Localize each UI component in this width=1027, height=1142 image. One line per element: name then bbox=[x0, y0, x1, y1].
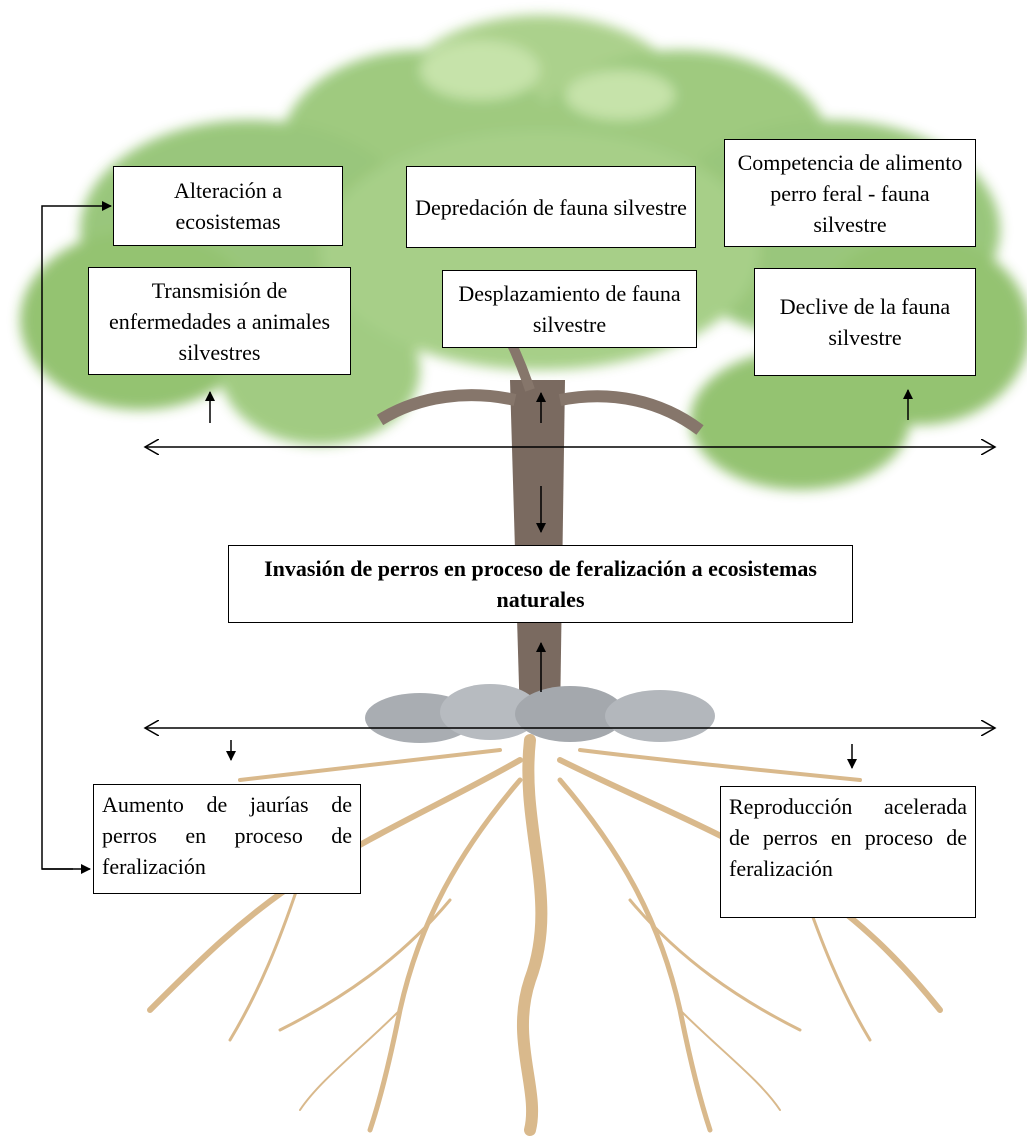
cause-packs-box: Aumento de jaurías de perros en proceso … bbox=[93, 784, 361, 894]
effect-competition-text: Competencia de alimento perro feral - fa… bbox=[737, 149, 963, 237]
cause-packs-text: Aumento de jaurías de perros en proceso … bbox=[102, 792, 352, 879]
effect-alteration-box: Alteración a ecosistemas bbox=[113, 166, 343, 246]
effect-disease-box: Transmisión de enfermedades a animales s… bbox=[88, 267, 351, 375]
effect-decline-box: Declive de la fauna silvestre bbox=[754, 268, 976, 376]
effect-predation-text: Depredación de fauna silvestre bbox=[415, 194, 687, 220]
effect-predation-box: Depredación de fauna silvestre bbox=[406, 166, 696, 248]
cause-reproduction-box: Reproducción acelerada de perros en proc… bbox=[720, 786, 976, 918]
effect-decline-text: Declive de la fauna silvestre bbox=[779, 294, 951, 350]
effect-disease-text: Transmisión de enfermedades a animales s… bbox=[108, 277, 331, 365]
effect-displacement-text: Desplazamiento de fauna silvestre bbox=[458, 281, 681, 337]
effect-alteration-text: Alteración a ecosistemas bbox=[173, 178, 283, 234]
cause-reproduction-text: Reproducción acelerada de perros en proc… bbox=[729, 794, 967, 881]
tree-trunk bbox=[376, 317, 704, 720]
central-problem-box: Invasión de perros en proceso de feraliz… bbox=[228, 545, 853, 623]
tree-roots bbox=[147, 734, 943, 1136]
tree-rocks bbox=[365, 684, 715, 743]
effect-competition-box: Competencia de alimento perro feral - fa… bbox=[724, 139, 976, 247]
effect-displacement-box: Desplazamiento de fauna silvestre bbox=[442, 270, 697, 348]
central-problem-text: Invasión de perros en proceso de feraliz… bbox=[264, 556, 817, 612]
